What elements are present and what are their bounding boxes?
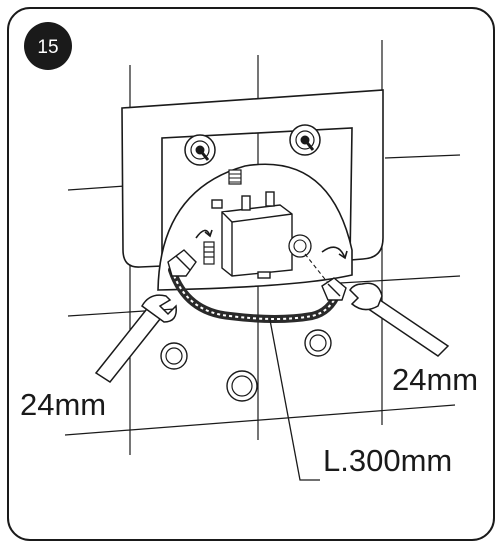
left-wall-pipe-stub bbox=[160, 342, 188, 370]
left-wrench-size-label: 24mm bbox=[20, 387, 106, 422]
tighten-arrow-right-icon bbox=[321, 246, 346, 259]
mounting-plate bbox=[121, 89, 384, 268]
left-wrench bbox=[94, 294, 177, 383]
drain-pipe-stub bbox=[226, 370, 258, 402]
valve-body bbox=[211, 191, 293, 279]
step-badge bbox=[24, 22, 72, 70]
right-wrench-size-label: 24mm bbox=[392, 362, 478, 397]
hose-length-label: L.300mm bbox=[323, 443, 452, 478]
right-wrench bbox=[349, 282, 450, 357]
side-port bbox=[203, 241, 215, 265]
right-anchor-bolt bbox=[289, 124, 321, 156]
hose-leader-line bbox=[269, 319, 320, 481]
left-hose-nut bbox=[167, 249, 197, 277]
left-anchor-bolt bbox=[184, 134, 216, 166]
step-number: 15 bbox=[37, 37, 58, 58]
right-hose-nut bbox=[321, 277, 347, 301]
right-inlet-fitting bbox=[288, 234, 312, 258]
connection-guide-line bbox=[304, 253, 329, 284]
tighten-arrow-left-icon bbox=[195, 229, 211, 239]
right-wall-pipe-stub bbox=[304, 329, 332, 357]
